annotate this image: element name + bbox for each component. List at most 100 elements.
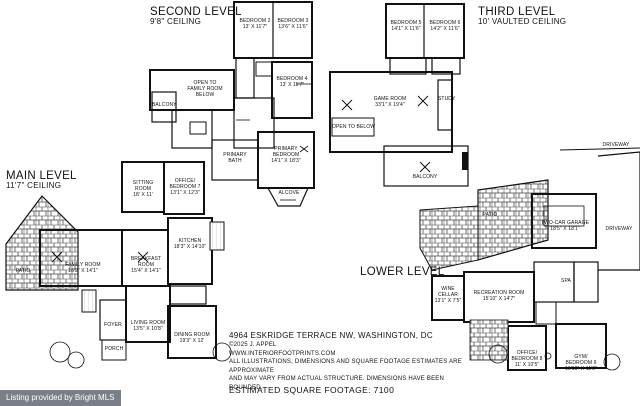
level-ceiling: 9'8" CEILING bbox=[150, 17, 202, 27]
room-driveway-upper: DRIVEWAY bbox=[596, 142, 636, 148]
room-dimensions: 18'5" X 18'1" bbox=[550, 226, 580, 232]
second-alcove bbox=[267, 187, 309, 207]
room-name: OFFICE/ bbox=[174, 178, 196, 184]
property-address: 4964 ESKRIDGE TERRACE NW, WASHINGTON, DC bbox=[229, 331, 433, 340]
room-name: BEDROOM 9 bbox=[565, 360, 597, 366]
room-dimensions: 13'1" X 7'5" bbox=[434, 298, 462, 304]
room-bedroom-4: BEDROOM 4 13' X 11'7" bbox=[274, 76, 310, 88]
room-breakfast-room: BREAKFAST ROOM 15'4" X 14'1" bbox=[124, 256, 168, 274]
room-bedroom-5: BEDROOM 5 14'1" X 11'6" bbox=[388, 20, 424, 32]
room-name: PORCH bbox=[104, 346, 124, 352]
third-level-heading: THIRD LEVEL 10' VAULTED CEILING bbox=[478, 6, 566, 26]
room-name: ROOM bbox=[138, 262, 154, 268]
room-bedroom-3: BEDROOM 3 13'6" X 11'6" bbox=[275, 18, 311, 30]
room-dimensions: 19'3" X 12' bbox=[179, 338, 205, 344]
lower-level-heading: LOWER LEVEL bbox=[360, 266, 444, 278]
room-bedroom-6: BEDROOM 6 14'2" X 11'6" bbox=[426, 20, 464, 32]
copyright: ©2025 J. APPEL bbox=[229, 342, 277, 348]
room-name: STUDY bbox=[438, 96, 456, 102]
level-ceiling: 11'7" CEILING bbox=[6, 181, 62, 191]
main-porch bbox=[101, 339, 127, 361]
room-name: GAME ROOM bbox=[373, 96, 407, 102]
room-primary-bath: PRIMARY BATH bbox=[214, 152, 256, 164]
room-kitchen: KITCHEN 18'3" X 14'10" bbox=[168, 238, 212, 250]
room-open-to-family-room: OPEN TO FAMILY ROOM BELOW bbox=[180, 80, 230, 98]
room-main-patio: PATIO bbox=[8, 268, 38, 274]
room-two-car-garage: TWO-CAR GARAGE 18'5" X 18'1" bbox=[534, 220, 596, 232]
room-name: BALCONY bbox=[152, 102, 177, 108]
room-name: RECREATION ROOM bbox=[473, 290, 525, 296]
disclaimer-line-1: ALL ILLUSTRATIONS, DIMENSIONS AND SQUARE… bbox=[229, 359, 462, 374]
room-name: ALCOVE bbox=[278, 190, 300, 196]
room-name: PATIO bbox=[15, 268, 31, 274]
main-foyer bbox=[99, 299, 127, 341]
room-name: OFFICE/ bbox=[516, 350, 538, 356]
level-title: THIRD LEVEL bbox=[478, 6, 556, 18]
room-name: BEDROOM bbox=[272, 152, 300, 158]
second-balcony bbox=[151, 91, 177, 123]
room-wine-cellar: WINE CELLAR 13'1" X 7'5" bbox=[432, 286, 464, 304]
room-name: BALCONY bbox=[412, 174, 438, 180]
level-title: LOWER LEVEL bbox=[360, 266, 445, 278]
room-name: GYM/ bbox=[574, 354, 588, 360]
room-third-balcony: BALCONY bbox=[400, 174, 450, 180]
room-family-room: FAMILY ROOM 18'2" X 14'1" bbox=[58, 262, 108, 274]
room-dimensions: 15'4" X 14'1" bbox=[131, 268, 161, 274]
room-name: BEDROOM 8 bbox=[511, 356, 543, 362]
room-spa: SPA bbox=[558, 278, 574, 284]
room-name: BEDROOM 7 bbox=[169, 184, 201, 190]
main-dining-room bbox=[167, 305, 217, 359]
room-dimensions: 14'2" X 11'6" bbox=[430, 26, 460, 32]
room-name: BEDROOM 4 bbox=[276, 76, 308, 82]
room-name: WINE bbox=[441, 286, 455, 292]
main-office-bedroom-7 bbox=[163, 161, 205, 215]
second-level-heading: SECOND LEVEL 9'8" CEILING bbox=[150, 6, 242, 26]
main-patio bbox=[5, 195, 79, 291]
room-living-room: LIVING ROOM 13'5" X 10'8" bbox=[126, 320, 170, 332]
room-dimensions: 13' X 11'7" bbox=[279, 82, 305, 88]
room-name: BELOW bbox=[195, 92, 215, 98]
room-name: BEDROOM 6 bbox=[429, 20, 461, 26]
room-dimensions: 13'1" X 12'3" bbox=[170, 190, 200, 196]
room-second-balcony: BALCONY bbox=[152, 102, 177, 108]
room-name: ROOM bbox=[135, 186, 151, 192]
room-name: BATH bbox=[228, 158, 242, 164]
room-dimensions: 13' X 11'7" bbox=[242, 24, 268, 30]
room-dimensions: 18' X 11' bbox=[133, 192, 153, 198]
third-game-room bbox=[329, 71, 453, 153]
room-name: PRIMARY bbox=[223, 152, 247, 158]
room-dimensions: 16'10" X 11'8" bbox=[564, 366, 598, 372]
room-name: KITCHEN bbox=[178, 238, 202, 244]
listing-watermark: Listing provided by Bright MLS bbox=[0, 390, 121, 406]
room-dimensions: 11' X 10'5" bbox=[514, 362, 540, 368]
room-dimensions: 18'2" X 14'1" bbox=[68, 268, 98, 274]
room-name: PRIMARY bbox=[274, 146, 298, 152]
main-level-plan bbox=[5, 161, 232, 369]
room-name: DINING ROOM bbox=[174, 332, 210, 338]
level-title: MAIN LEVEL bbox=[6, 170, 77, 182]
room-name: DRIVEWAY bbox=[602, 142, 630, 148]
room-dimensions: 13'5" X 10'8" bbox=[133, 326, 163, 332]
room-porch: PORCH bbox=[102, 346, 126, 352]
room-name: OPEN TO BELOW bbox=[332, 124, 376, 130]
room-name: BEDROOM 3 bbox=[277, 18, 309, 24]
room-dimensions: 14'1" X 18'3" bbox=[271, 158, 301, 164]
main-living-room bbox=[125, 285, 171, 343]
room-name: BREAKFAST bbox=[130, 256, 162, 262]
room-dimensions: 13'6" X 11'6" bbox=[278, 24, 308, 30]
room-name: FAMILY ROOM bbox=[187, 86, 223, 92]
room-name: SPA bbox=[561, 278, 571, 284]
main-level-heading: MAIN LEVEL 11'7" CEILING bbox=[6, 170, 77, 190]
room-driveway-lower: DRIVEWAY bbox=[600, 226, 638, 232]
room-primary-bedroom: PRIMARY BEDROOM 14'1" X 18'3" bbox=[258, 146, 314, 164]
level-ceiling: 10' VAULTED CEILING bbox=[478, 17, 567, 27]
room-name: TWO-CAR GARAGE bbox=[540, 220, 590, 226]
second-primary-bedroom bbox=[257, 131, 315, 189]
room-foyer: FOYER bbox=[100, 322, 126, 328]
room-recreation-room: RECREATION ROOM 15'10" X 14'7" bbox=[464, 290, 534, 302]
level-title: SECOND LEVEL bbox=[150, 6, 242, 18]
website: WWW.INTERIORFOOTPRINTS.COM bbox=[229, 350, 336, 357]
room-study: STUDY bbox=[438, 96, 456, 102]
